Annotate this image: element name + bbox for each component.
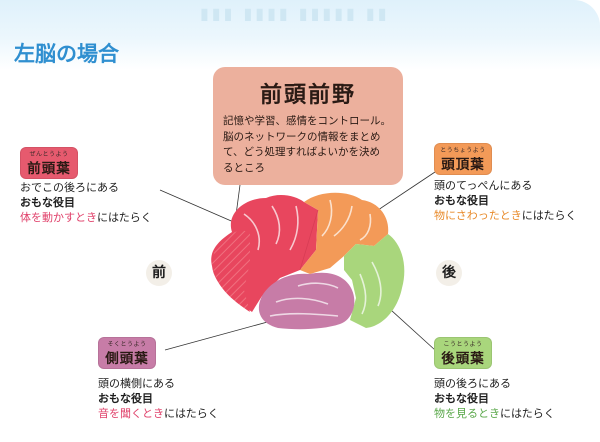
- prefrontal-callout: 前頭前野 記憶や学習、感情をコントロール。 脳のネットワークの情報をまとめ て、…: [213, 67, 403, 185]
- parietal-lobe-label-box: とうちょうよう 頭頂葉: [434, 143, 492, 175]
- function-highlight: 物にさわったとき: [434, 209, 522, 222]
- brain-lobe-divider: [299, 209, 319, 271]
- brain-lobe-occipital: [344, 234, 405, 328]
- lobe-ruby: そくとうよう: [107, 341, 147, 348]
- lobe-label: 頭頂葉: [441, 157, 485, 173]
- lobe-label: 前頭葉: [27, 161, 71, 177]
- role-title: おもな役目: [20, 196, 75, 209]
- brain-prefrontal-area: [212, 230, 250, 312]
- direction-front: 前: [146, 260, 172, 286]
- callout-line: 記憶や学習、感情をコントロール。: [223, 115, 391, 127]
- callout-description: 記憶や学習、感情をコントロール。 脳のネットワークの情報をまとめ て、どう処理す…: [223, 114, 399, 176]
- occipital-lobe-description: 頭の後ろにある おもな役目 物を見るときにはたらく: [434, 376, 555, 421]
- lobe-ruby: とうちょうよう: [440, 147, 486, 154]
- role-title: おもな役目: [434, 194, 489, 207]
- brain-folds: [243, 199, 382, 317]
- lobe-location: 頭のてっぺんにある: [434, 179, 533, 192]
- function-highlight: 音を聞くとき: [98, 407, 164, 420]
- leader-line-temporal: [164, 317, 283, 351]
- function-suffix: にはたらく: [97, 211, 152, 224]
- lobe-function: 物を見るときにはたらく: [434, 406, 555, 421]
- parietal-lobe-description: 頭のてっぺんにある おもな役目 物にさわったときにはたらく: [434, 178, 577, 223]
- role-title: おもな役目: [98, 392, 153, 405]
- page-title: 左脳の場合: [14, 42, 119, 66]
- function-suffix: にはたらく: [500, 407, 555, 420]
- function-suffix: にはたらく: [164, 407, 219, 420]
- role-title: おもな役目: [434, 392, 489, 405]
- lobe-function: 物にさわったときにはたらく: [434, 208, 577, 223]
- frontal-lobe-label-box: ぜんとうよう 前頭葉: [20, 147, 78, 179]
- lobe-function: 体を動かすときにはたらく: [20, 210, 152, 225]
- lobe-ruby: ぜんとうよう: [29, 151, 69, 158]
- lobe-function: 音を聞くときにはたらく: [98, 406, 219, 421]
- lobe-label: 側頭葉: [105, 351, 149, 367]
- lobe-label: 後頭葉: [441, 351, 485, 367]
- occipital-lobe-label-box: こうとうよう 後頭葉: [434, 337, 492, 369]
- lobe-location: 頭の横側にある: [98, 377, 175, 390]
- direction-back: 後: [436, 260, 462, 286]
- lobe-location: おでこの後ろにある: [20, 181, 119, 194]
- function-highlight: 物を見るとき: [434, 407, 500, 420]
- callout-line: て、どう処理すればよいかを決め: [223, 146, 380, 158]
- callout-title: 前頭前野: [259, 83, 356, 108]
- header-decoration: ▮▮▮ ▮▮▮▮ ▮▮▮▮▮ ▮▮: [200, 4, 390, 23]
- temporal-lobe-label-box: そくとうよう 側頭葉: [98, 337, 156, 369]
- callout-line: 脳のネットワークの情報をまとめ: [223, 130, 381, 143]
- temporal-lobe-description: 頭の横側にある おもな役目 音を聞くときにはたらく: [98, 376, 219, 421]
- lobe-ruby: こうとうよう: [443, 341, 483, 348]
- function-highlight: 体を動かすとき: [20, 211, 97, 224]
- lobe-location: 頭の後ろにある: [434, 377, 511, 390]
- header-band: [0, 0, 600, 70]
- brain-lobe-parietal: [300, 192, 389, 274]
- callout-line: るところ: [223, 161, 265, 174]
- frontal-lobe-description: おでこの後ろにある おもな役目 体を動かすときにはたらく: [20, 180, 152, 225]
- function-suffix: にはたらく: [521, 209, 577, 222]
